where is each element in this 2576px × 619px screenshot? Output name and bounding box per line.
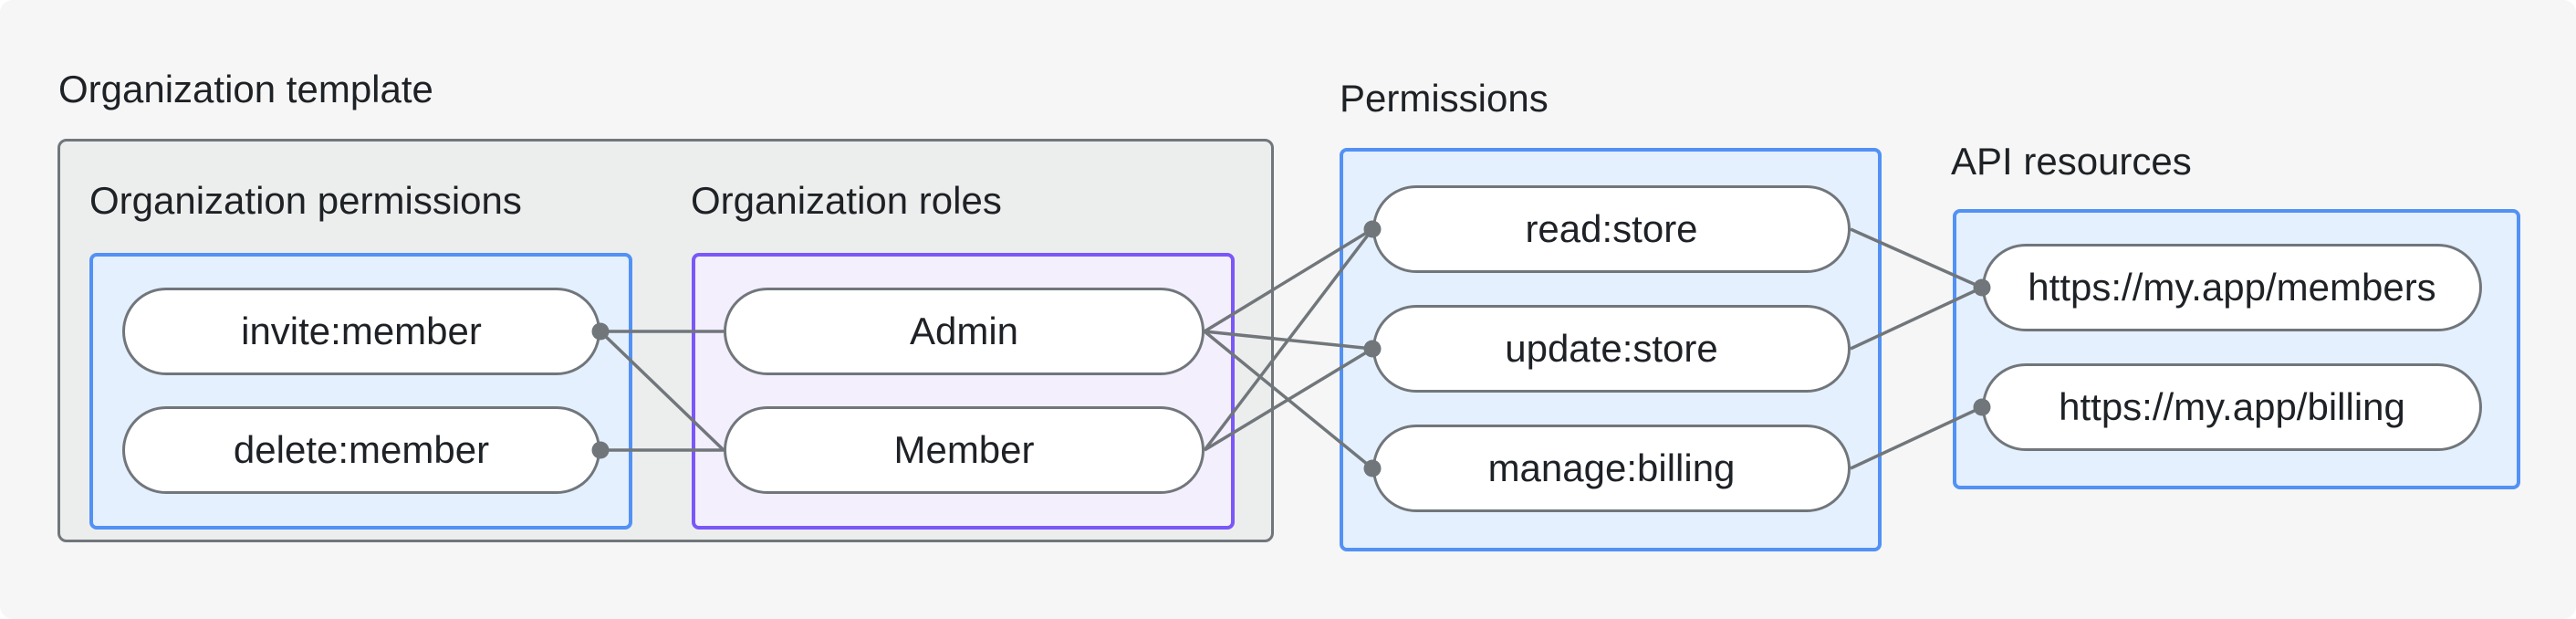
manage-billing-pill: manage:billing bbox=[1372, 425, 1851, 512]
members-api-url-pill: https://my.app/members bbox=[1982, 244, 2482, 331]
update-store-pill: update:store bbox=[1372, 305, 1851, 393]
org-template-title: Organization template bbox=[58, 68, 433, 110]
api-resources-title: API resources bbox=[1951, 140, 2192, 183]
org-roles-title: Organization roles bbox=[691, 179, 1002, 222]
admin-role-pill: Admin bbox=[724, 288, 1205, 375]
delete-member-pill: delete:member bbox=[122, 406, 600, 494]
org-permissions-title: Organization permissions bbox=[89, 179, 522, 222]
permissions-title: Permissions bbox=[1340, 77, 1549, 120]
member-role-pill: Member bbox=[724, 406, 1205, 494]
read-store-pill: read:store bbox=[1372, 185, 1851, 273]
invite-member-pill: invite:member bbox=[122, 288, 600, 375]
billing-api-url-pill: https://my.app/billing bbox=[1982, 363, 2482, 451]
